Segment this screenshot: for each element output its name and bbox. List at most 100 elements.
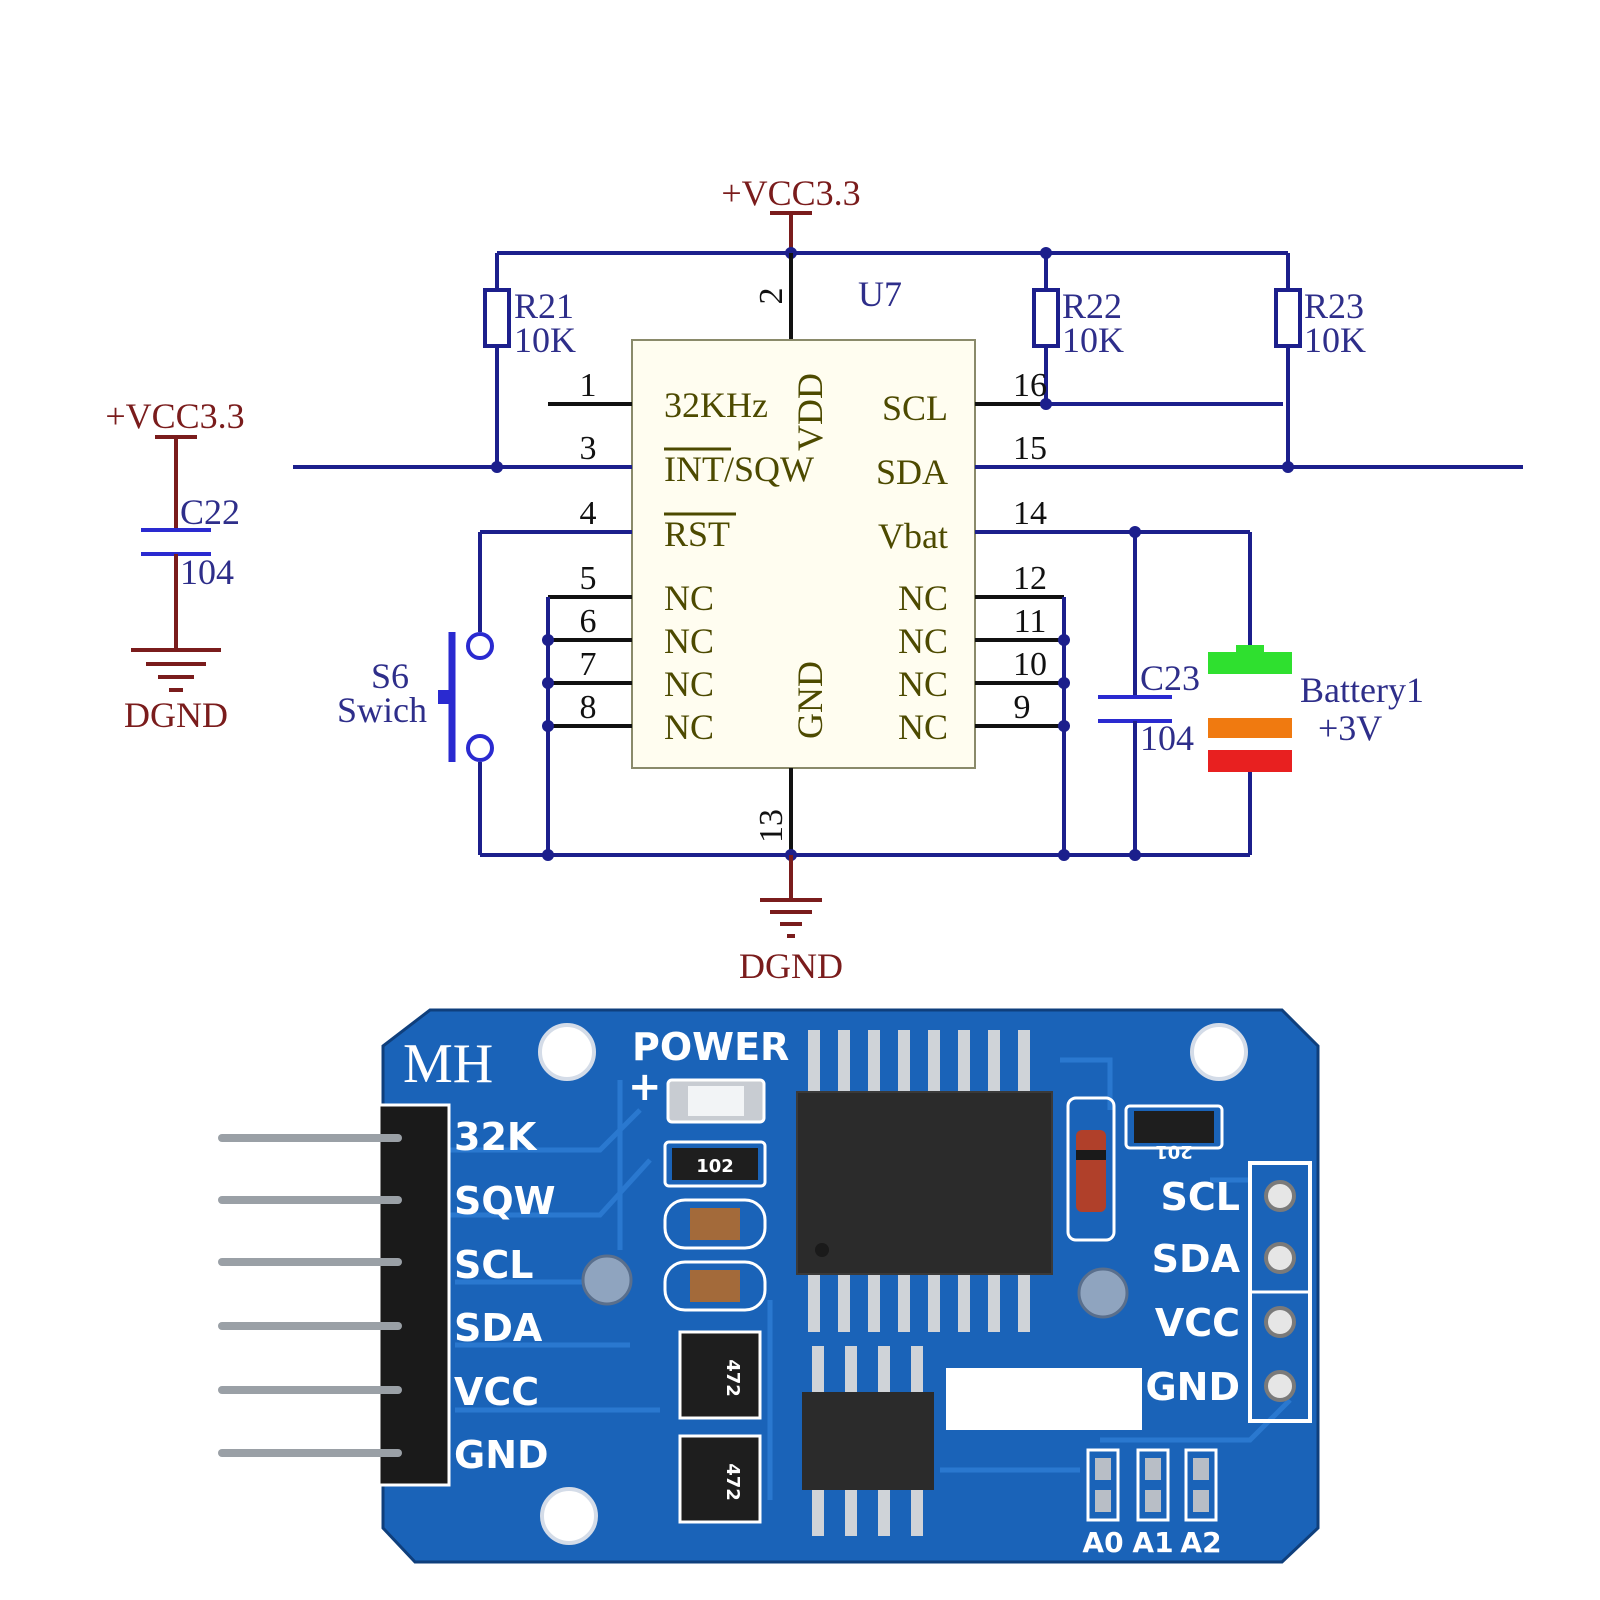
resistor-102-code: 102 xyxy=(696,1156,734,1177)
junction xyxy=(1058,634,1070,646)
diode-body xyxy=(1076,1130,1106,1212)
pin-9-number: 9 xyxy=(1014,689,1031,726)
switch-contact-bottom xyxy=(466,734,494,762)
r23-ref: R23 xyxy=(1304,286,1364,326)
diode-outline xyxy=(1066,1096,1116,1242)
header-label-32k: 32K xyxy=(454,1115,538,1159)
right-label-gnd: GND xyxy=(1145,1365,1240,1409)
right-label-sda: SDA xyxy=(1152,1237,1241,1281)
capacitor-outline xyxy=(663,1260,767,1312)
right-header-pads xyxy=(1264,1180,1296,1402)
pin-9-name: NC xyxy=(898,707,948,747)
resistor-network-code: 472 xyxy=(722,1359,743,1397)
gnd-label-bottom: DGND xyxy=(739,946,843,986)
resistor-network xyxy=(678,1434,762,1524)
pin-7-name: NC xyxy=(664,664,714,704)
switch-name: Swich xyxy=(337,690,427,730)
rtc-chip-legs xyxy=(808,1030,1030,1332)
capacitor-outline xyxy=(663,1198,767,1250)
power-plus-sign: + xyxy=(628,1064,662,1110)
switch-contact-top xyxy=(466,632,494,660)
mounting-hole-bottom-left xyxy=(540,1487,598,1545)
c22-ref: C22 xyxy=(180,492,240,532)
rtc-module-board: MH POWER + 102 472 472 xyxy=(218,1008,1320,1564)
pin-4-number: 4 xyxy=(580,495,597,532)
junction xyxy=(1282,461,1294,473)
c23-ref: C23 xyxy=(1140,658,1200,698)
junction xyxy=(1058,849,1070,861)
via-left xyxy=(581,1254,633,1306)
resistor-201-outline xyxy=(1124,1104,1224,1150)
pin-12-name: NC xyxy=(898,578,948,618)
battery-terminal xyxy=(1236,645,1264,655)
resistor-201-code: 201 xyxy=(1155,1141,1193,1162)
battery-value: +3V xyxy=(1318,708,1382,748)
led-lens xyxy=(688,1086,744,1116)
address-pads xyxy=(1086,1448,1218,1522)
junction xyxy=(542,720,554,732)
chip-pin1-marker xyxy=(815,1243,829,1257)
pin-5-number: 5 xyxy=(580,560,597,597)
resistor-network-code: 472 xyxy=(722,1463,743,1501)
pin-10-name: NC xyxy=(898,664,948,704)
eeprom-legs xyxy=(812,1346,923,1536)
junction xyxy=(542,677,554,689)
pin-6-name: NC xyxy=(664,621,714,661)
r21-resistor xyxy=(483,288,511,348)
right-label-vcc: VCC xyxy=(1155,1301,1240,1345)
chip-ref: U7 xyxy=(858,274,902,314)
pin-1-name: 32KHz xyxy=(664,385,768,425)
junction xyxy=(542,849,554,861)
brand-label: MH xyxy=(403,1033,493,1095)
left-pin-header xyxy=(377,1103,451,1487)
pin-15-name: SDA xyxy=(876,452,948,492)
r21-value: 10K xyxy=(514,320,576,360)
header-label-sqw: SQW xyxy=(454,1179,556,1223)
junction xyxy=(1058,720,1070,732)
pin-10-number: 10 xyxy=(1013,646,1047,683)
pin-14-number: 14 xyxy=(1013,495,1047,532)
battery-plate-red xyxy=(1208,750,1292,772)
pin-14-name: Vbat xyxy=(878,516,948,556)
right-label-scl: SCL xyxy=(1161,1175,1240,1219)
pin-3-name: INT/SQW xyxy=(664,449,814,489)
junction xyxy=(542,634,554,646)
header-pins xyxy=(218,1134,402,1457)
junction xyxy=(491,461,503,473)
r22-ref: R22 xyxy=(1062,286,1122,326)
pin-11-number: 11 xyxy=(1014,603,1047,640)
address-pad-a2: A2 xyxy=(1180,1526,1221,1559)
junction xyxy=(1058,677,1070,689)
r21-ref: R21 xyxy=(514,286,574,326)
header-label-vcc: VCC xyxy=(454,1370,539,1414)
pcb-traces xyxy=(450,1057,1292,1500)
pin-5-name: NC xyxy=(664,578,714,618)
mounting-hole-top-right xyxy=(1190,1023,1248,1081)
capacitor-body xyxy=(690,1270,740,1302)
r23-resistor xyxy=(1274,288,1302,348)
mounting-hole-top-left xyxy=(538,1023,596,1081)
pin-12-number: 12 xyxy=(1013,560,1047,597)
silk-label-area xyxy=(946,1368,1142,1430)
pin-3-number: 3 xyxy=(580,430,597,467)
resistor-102-body xyxy=(672,1148,758,1180)
resistor-102-outline xyxy=(663,1140,767,1188)
header-label-scl: SCL xyxy=(454,1243,533,1287)
c23-value: 104 xyxy=(1140,718,1194,758)
pin-7-number: 7 xyxy=(580,646,597,683)
c22-value: 104 xyxy=(180,552,234,592)
pin-1-number: 1 xyxy=(580,367,597,404)
pin-2-number: 2 xyxy=(753,288,790,305)
junction xyxy=(1040,398,1052,410)
rtc-chip xyxy=(796,1091,1053,1275)
header-label-gnd: GND xyxy=(454,1433,549,1477)
address-pad-a0: A0 xyxy=(1082,1526,1123,1559)
header-label-sda: SDA xyxy=(454,1306,543,1350)
pin-16-name: SCL xyxy=(882,388,948,428)
gnd-label-left: DGND xyxy=(124,695,228,735)
power-label: POWER xyxy=(632,1025,789,1069)
schematic: +VCC3.3 2 U7 R21 10K R22 10K R23 10K xyxy=(105,173,1523,986)
pin-15-number: 15 xyxy=(1013,430,1047,467)
